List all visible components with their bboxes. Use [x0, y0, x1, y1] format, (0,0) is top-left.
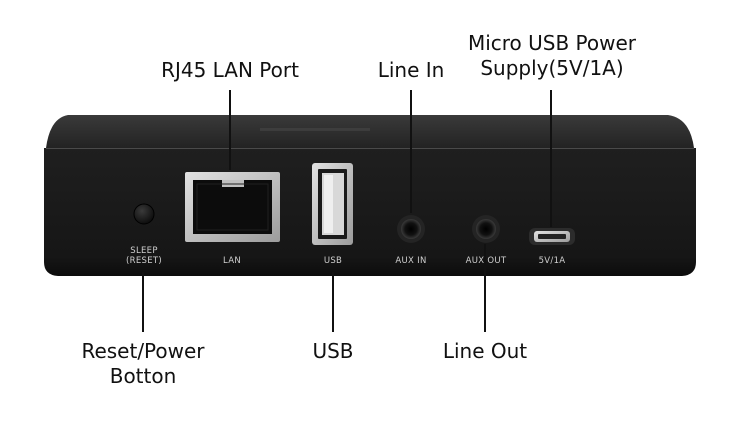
leader-usb: [332, 272, 334, 332]
aux-out-jack: [472, 215, 500, 243]
callout-lan: RJ45 LAN Port: [161, 58, 299, 82]
leader-line-out: [484, 244, 486, 332]
device-top-face: [46, 115, 694, 148]
label-lan: LAN: [222, 256, 241, 266]
callout-line-in: Line In: [377, 58, 445, 82]
callout-reset-line2: Botton: [109, 364, 177, 388]
reset-button: [133, 203, 155, 225]
lan-port: [185, 172, 280, 242]
label-power: 5V/1A: [538, 256, 566, 266]
callout-reset: Reset/Power Botton: [74, 339, 212, 389]
leader-line-in: [410, 90, 412, 213]
leader-micro-usb: [550, 90, 552, 227]
aux-in-jack: [397, 215, 425, 243]
callout-micro-usb-line2: Supply(5V/1A): [480, 56, 624, 80]
callout-micro-usb-line1: Micro USB Power: [467, 31, 637, 55]
callout-reset-line1: Reset/Power: [81, 339, 205, 363]
label-sleep-line1: SLEEP: [130, 246, 158, 256]
micro-usb-port: [529, 228, 575, 245]
label-aux-in: AUX IN: [395, 256, 427, 266]
usb-port: [312, 163, 353, 245]
callout-line-out: Line Out: [442, 339, 528, 363]
callout-micro-usb: Micro USB Power Supply(5V/1A): [462, 31, 642, 81]
label-sleep-line2: (RESET): [126, 256, 162, 266]
label-usb: USB: [323, 256, 343, 266]
leader-reset: [142, 272, 144, 332]
brand-marking: [260, 128, 370, 131]
label-aux-out: AUX OUT: [465, 256, 507, 266]
label-sleep: SLEEP (RESET): [118, 246, 170, 266]
leader-lan: [229, 90, 231, 170]
callout-usb: USB: [312, 339, 354, 363]
